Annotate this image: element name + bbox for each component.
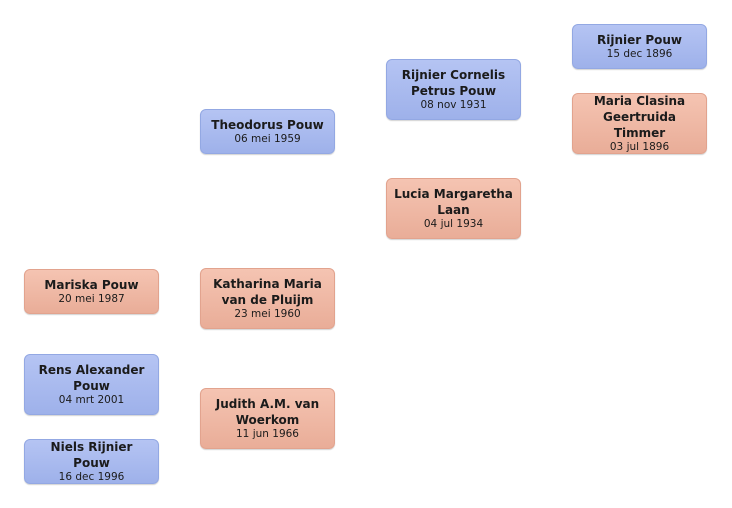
person-date: 08 nov 1931 <box>420 99 487 111</box>
person-name: Rijnier Pouw <box>596 33 683 47</box>
person-card-lucia-margaretha-laan[interactable]: Lucia Margaretha Laan 04 jul 1934 <box>386 178 521 239</box>
person-name: Rens Alexander Pouw <box>38 363 145 393</box>
person-card-mariska-pouw[interactable]: Mariska Pouw 20 mei 1987 <box>24 269 159 314</box>
person-date: 20 mei 1987 <box>58 293 125 305</box>
person-name: Judith A.M. van Woerkom <box>215 397 320 427</box>
person-name: Niels Rijnier Pouw <box>50 440 133 470</box>
person-name: Rijnier Cornelis Petrus Pouw <box>401 68 506 98</box>
person-name: Theodorus Pouw <box>211 118 324 132</box>
person-name: Lucia Margaretha Laan <box>394 187 513 217</box>
person-date: 11 jun 1966 <box>236 428 299 440</box>
person-date: 03 jul 1896 <box>609 141 670 153</box>
person-date: 04 jul 1934 <box>423 218 484 230</box>
person-date: 06 mei 1959 <box>234 133 301 145</box>
person-card-rijnier-pouw-1896[interactable]: Rijnier Pouw 15 dec 1896 <box>572 24 707 69</box>
person-card-niels-rijnier-pouw[interactable]: Niels Rijnier Pouw 16 dec 1996 <box>24 439 159 484</box>
person-card-katharina-maria-van-de-pluijm[interactable]: Katharina Maria van de Pluijm 23 mei 196… <box>200 268 335 329</box>
person-date: 23 mei 1960 <box>234 308 301 320</box>
person-name: Maria Clasina Geertruida Timmer <box>593 94 686 140</box>
person-date: 04 mrt 2001 <box>58 394 125 406</box>
person-card-theodorus-pouw[interactable]: Theodorus Pouw 06 mei 1959 <box>200 109 335 154</box>
person-date: 16 dec 1996 <box>58 471 125 483</box>
person-card-judith-van-woerkom[interactable]: Judith A.M. van Woerkom 11 jun 1966 <box>200 388 335 449</box>
person-name: Katharina Maria van de Pluijm <box>213 277 322 307</box>
person-date: 15 dec 1896 <box>606 48 673 60</box>
person-card-rens-alexander-pouw[interactable]: Rens Alexander Pouw 04 mrt 2001 <box>24 354 159 415</box>
person-card-maria-clasina-geertruida-timmer[interactable]: Maria Clasina Geertruida Timmer 03 jul 1… <box>572 93 707 154</box>
person-card-rijnier-cornelis-petrus-pouw[interactable]: Rijnier Cornelis Petrus Pouw 08 nov 1931 <box>386 59 521 120</box>
person-name: Mariska Pouw <box>44 278 139 292</box>
